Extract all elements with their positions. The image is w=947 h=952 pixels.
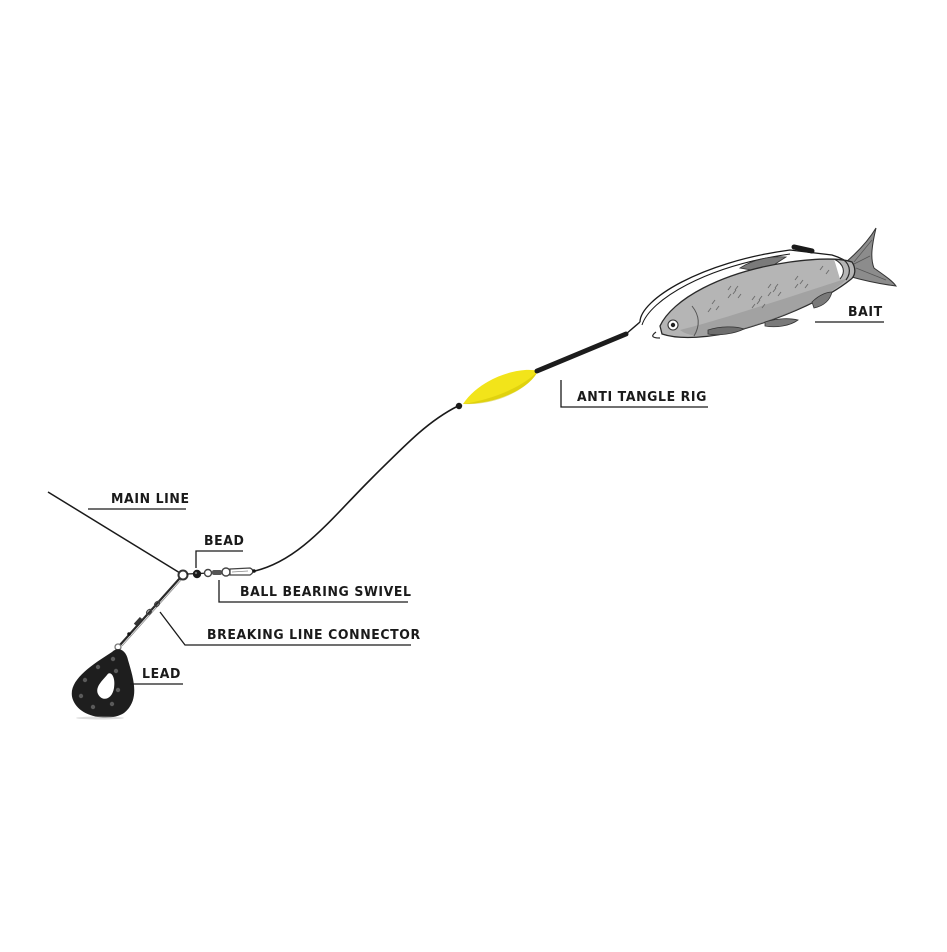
callout-lines	[88, 321, 884, 685]
bead-label: BEAD	[204, 532, 245, 549]
swivel-callout-line	[218, 580, 408, 603]
anti-tangle-callout-line	[560, 380, 708, 408]
anti-tangle-rig-icon	[455, 321, 641, 410]
ring-icon	[177, 569, 189, 581]
ball-bearing-swivel-icon	[203, 567, 256, 578]
connector-callout-line	[159, 611, 411, 646]
main-line-label: MAIN LINE	[111, 490, 190, 507]
anti-tangle-rig-label: ANTI TANGLE RIG	[577, 388, 708, 405]
leader-line	[254, 405, 459, 572]
breaking-line-connector-icon	[119, 577, 183, 647]
lead-label: LEAD	[142, 665, 181, 682]
breaking-line-connector-label: BREAKING LINE CONNECTOR	[207, 626, 421, 643]
ball-bearing-swivel-label: BALL BEARING SWIVEL	[240, 583, 412, 600]
bait-label: BAIT	[848, 303, 883, 320]
bead-callout-line	[195, 550, 243, 568]
main-line	[47, 491, 181, 574]
fish-bait-icon	[639, 227, 898, 339]
lead-weight-icon	[71, 643, 135, 720]
